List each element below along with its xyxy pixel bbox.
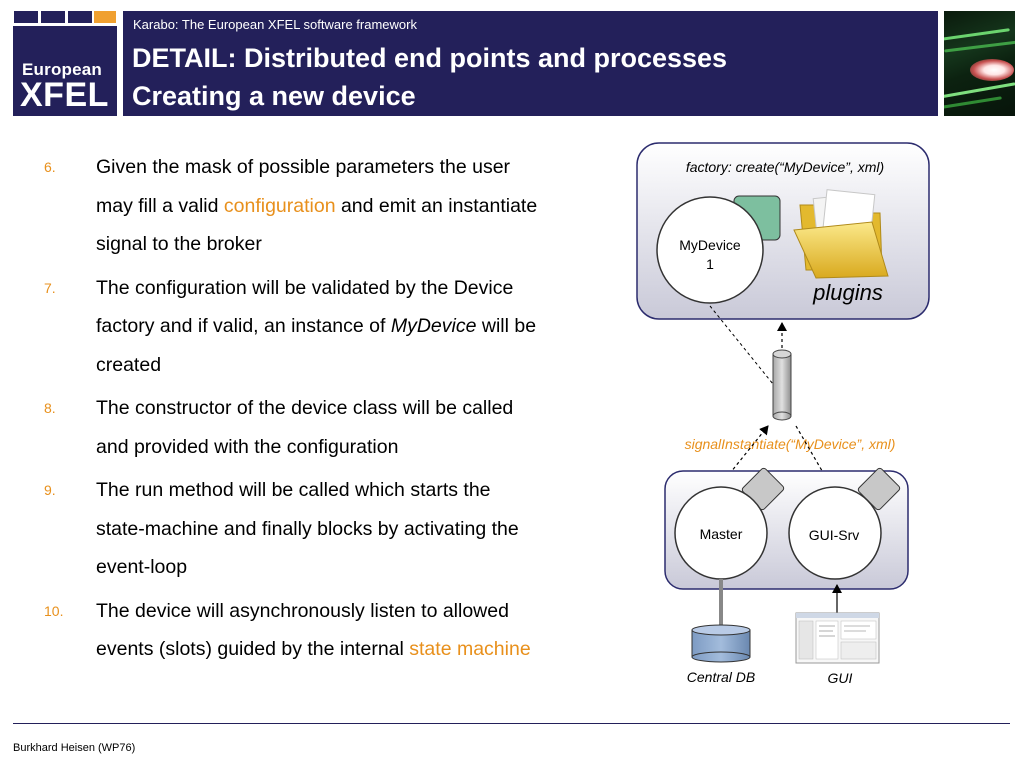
- guisrv-node: [788, 486, 882, 580]
- master-label: Master: [700, 526, 743, 542]
- gui-window-icon: [795, 612, 880, 664]
- signal-label: signalInstantiate(“MyDevice”, xml): [685, 436, 896, 452]
- logo-square: [94, 11, 116, 23]
- bullet-number: 7.: [44, 279, 56, 296]
- logo-square: [14, 11, 38, 23]
- bullet-list: 6. Given the mask of possible parameters…: [44, 148, 544, 674]
- header-bar: Karabo: The European XFEL software frame…: [123, 11, 967, 116]
- guisrv-label: GUI-Srv: [809, 527, 860, 543]
- plugins-label: plugins: [812, 280, 883, 305]
- mydevice-index: 1: [706, 256, 714, 272]
- bullet-item: 9. The run method will be called which s…: [44, 471, 544, 587]
- header-photo: [944, 11, 1015, 116]
- logo-square: [41, 11, 65, 23]
- bullet-highlight: state machine: [409, 638, 531, 660]
- bullet-text: The constructor of the device class will…: [96, 397, 514, 458]
- gui-label: GUI: [828, 670, 853, 686]
- european-xfel-logo: European XFEL: [13, 26, 117, 116]
- page-title: DETAIL: Distributed end points and proce…: [132, 43, 728, 73]
- broker-cylinder-icon: [772, 349, 792, 421]
- bullet-number: 8.: [44, 400, 56, 416]
- bullet-text: and emit an instantiate signal to the br…: [96, 194, 538, 256]
- page-subtitle-title: Creating a new device: [132, 81, 416, 111]
- bullet-highlight: configuration: [223, 194, 336, 217]
- bullet-text: The configuration will be validated by t…: [96, 276, 514, 338]
- bullet-number: 9.: [44, 482, 56, 498]
- bullet-italic: MyDevice: [390, 315, 477, 337]
- footer-author: Burkhard Heisen (WP76): [13, 742, 136, 754]
- database-icon: [691, 624, 751, 663]
- logo-text-xfel: XFEL: [20, 76, 109, 114]
- header-subtitle: Karabo: The European XFEL software frame…: [133, 17, 417, 32]
- bullet-text: The run method will be called which star…: [96, 479, 519, 578]
- mydevice-label: MyDevice: [679, 237, 741, 253]
- bullet-text: Given the mask of possible parameters th…: [96, 156, 511, 217]
- bullet-number: 10.: [44, 602, 64, 619]
- logo-square: [68, 11, 92, 23]
- logo-text-european: European: [22, 60, 103, 79]
- factory-label: factory: create(“MyDevice”, xml): [686, 159, 884, 175]
- footer-divider: [13, 723, 1010, 724]
- bullet-text: will be created: [96, 315, 537, 376]
- bullet-item: 10. The device will asynchronously liste…: [44, 592, 544, 669]
- bullet-item: 6. Given the mask of possible parameters…: [44, 148, 544, 264]
- bullet-text: The device will asynchronously listen to…: [96, 599, 509, 661]
- bullet-number: 6.: [44, 159, 56, 175]
- mydevice-node: [656, 196, 764, 304]
- bullet-item: 8. The constructor of the device class w…: [44, 389, 544, 466]
- folder-icon: [793, 189, 889, 279]
- central-db-label: Central DB: [687, 669, 755, 685]
- factory-broker-link: [709, 305, 774, 385]
- bullet-item: 7. The configuration will be validated b…: [44, 269, 544, 385]
